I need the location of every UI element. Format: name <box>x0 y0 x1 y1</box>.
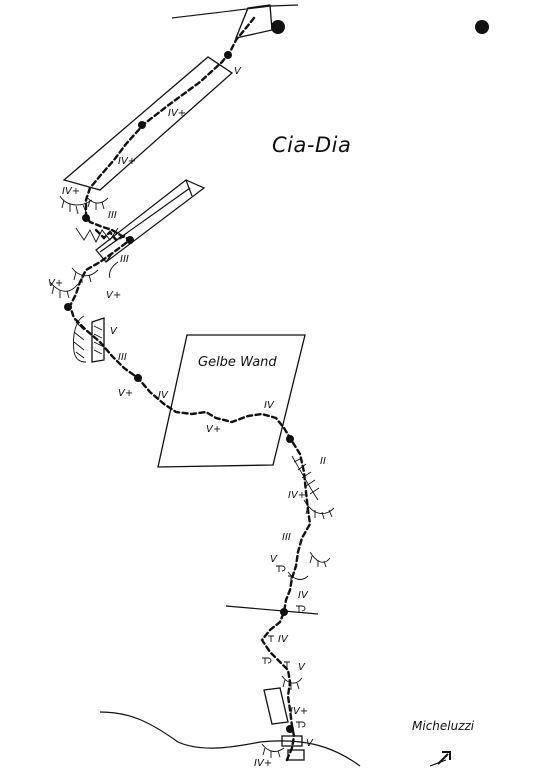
lower-pillar-box <box>263 687 289 725</box>
grade-label: V+ <box>48 278 63 289</box>
grade-label: IV <box>158 390 169 401</box>
dihedral-crack <box>99 187 191 253</box>
grade-label: IV+ <box>118 156 136 167</box>
gelbe-wand-box <box>157 334 306 468</box>
grade-label: V+ <box>106 290 121 301</box>
grade-label: V+ <box>206 424 221 435</box>
ledge-line <box>225 605 319 615</box>
grade-label: IV+ <box>288 490 306 501</box>
grade-label: III <box>282 532 291 543</box>
belay-station <box>280 608 288 616</box>
grade-label: V <box>110 326 118 337</box>
grade-label: V <box>306 738 314 749</box>
grade-label: V <box>270 554 278 565</box>
grade-label: III <box>108 210 117 221</box>
route-title: Cia-Dia <box>272 133 351 157</box>
author-credit: Micheluzzi <box>412 719 475 733</box>
grade-label: V <box>298 662 306 673</box>
grade-label: IV <box>264 400 275 411</box>
grade-label: V+ <box>118 388 133 399</box>
belay-station <box>126 236 134 244</box>
grade-label: IV+ <box>168 108 186 119</box>
grade-label: III <box>118 352 127 363</box>
wall-name: Gelbe Wand <box>198 355 277 370</box>
grade-label: V <box>234 66 242 77</box>
punch-hole <box>475 20 489 34</box>
lower-ledge-box <box>281 735 303 747</box>
punch-hole <box>271 20 285 34</box>
belay-station <box>138 121 146 129</box>
summit-ridge <box>171 4 299 19</box>
overhang-hatching <box>49 195 335 758</box>
belay-station <box>224 51 232 59</box>
piton-marks <box>262 565 306 728</box>
route-line <box>68 16 312 764</box>
belay-station <box>286 725 294 733</box>
dihedral-feature <box>95 179 206 263</box>
grade-label: II <box>320 456 326 467</box>
belay-station <box>64 303 72 311</box>
belay-stations <box>64 51 294 733</box>
grade-label: IV+ <box>254 758 272 768</box>
belay-station <box>134 374 142 382</box>
ramp-box <box>62 56 234 191</box>
grade-label: IV <box>278 634 289 645</box>
belay-station <box>286 435 294 443</box>
base-terrain <box>99 711 361 767</box>
pillar-hatch <box>93 325 103 355</box>
belay-station <box>82 214 90 222</box>
route-variant <box>94 228 126 242</box>
grade-label: IV <box>298 590 309 601</box>
arrow-up-right-icon <box>437 751 451 765</box>
grade-label: IV+ <box>290 706 308 717</box>
grade-label: III <box>120 254 129 265</box>
grade-label: IV+ <box>62 186 80 197</box>
pillar-box <box>91 317 105 363</box>
